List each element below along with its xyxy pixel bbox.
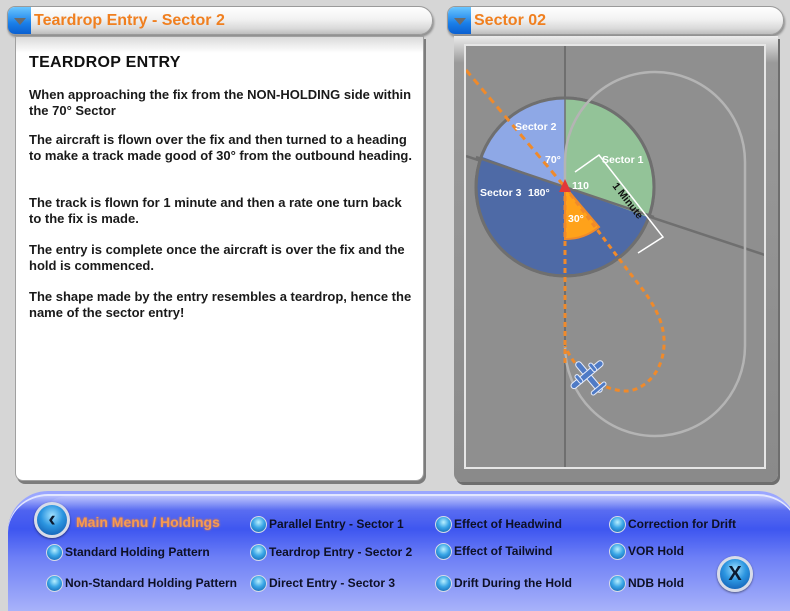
- diagram-title: Sector 02: [474, 12, 547, 29]
- radio-bullet-icon: [435, 515, 452, 533]
- nav-item-ndb-hold[interactable]: NDB Hold: [609, 574, 684, 592]
- lesson-heading: TEARDROP ENTRY: [29, 54, 181, 71]
- lesson-paragraph: The aircraft is flown over the fix and t…: [29, 132, 412, 163]
- angle-70-label: 70°: [545, 154, 561, 166]
- chevron-left-icon: ‹: [48, 506, 56, 531]
- radio-bullet-icon: [46, 543, 63, 561]
- angle-30-label: 30°: [568, 213, 584, 225]
- close-icon: X: [728, 563, 742, 585]
- nav-item-direct-entry[interactable]: Direct Entry - Sector 3: [250, 574, 395, 592]
- holding-diagram: Sector 2 Sector 1 Sector 3 180° 70° 110 …: [464, 44, 766, 469]
- nav-item-effect-of-headwind[interactable]: Effect of Headwind: [435, 515, 562, 533]
- triangle-down-icon: [454, 18, 466, 25]
- radio-bullet-icon: [46, 574, 63, 592]
- aircraft-icon: [570, 360, 607, 396]
- nav-item-drift-during-hold[interactable]: Drift During the Hold: [435, 574, 572, 592]
- nav-item-vor-hold[interactable]: VOR Hold: [609, 542, 684, 560]
- navigation-bar: [8, 491, 790, 611]
- radio-bullet-icon: [609, 574, 626, 592]
- nav-item-parallel-entry[interactable]: Parallel Entry - Sector 1: [250, 515, 404, 533]
- lesson-title-bar: Teardrop Entry - Sector 2: [7, 6, 433, 35]
- lesson-title: Teardrop Entry - Sector 2: [34, 12, 225, 29]
- diagram-panel: Sector 2 Sector 1 Sector 3 180° 70° 110 …: [454, 36, 778, 482]
- radio-bullet-icon: [250, 543, 267, 561]
- diagram-collapse-toggle-button[interactable]: [448, 7, 471, 34]
- radio-bullet-icon: [609, 542, 626, 560]
- angle-180-label: 180°: [528, 187, 550, 199]
- nav-item-effect-of-tailwind[interactable]: Effect of Tailwind: [435, 542, 552, 560]
- close-button[interactable]: X: [717, 556, 753, 592]
- collapse-toggle-button[interactable]: [8, 7, 31, 34]
- main-menu-holdings-link[interactable]: Main Menu / Holdings: [76, 514, 220, 530]
- nav-item-non-standard-holding-pattern[interactable]: Non-Standard Holding Pattern: [46, 574, 237, 592]
- lesson-text-panel: TEARDROP ENTRY When approaching the fix …: [15, 36, 424, 481]
- nav-item-teardrop-entry[interactable]: Teardrop Entry - Sector 2: [250, 543, 412, 561]
- radio-bullet-icon: [250, 574, 267, 592]
- nav-item-correction-for-drift[interactable]: Correction for Drift: [609, 515, 736, 533]
- radio-bullet-icon: [609, 515, 626, 533]
- lesson-paragraph: When approaching the fix from the NON-HO…: [29, 87, 412, 118]
- radio-bullet-icon: [435, 542, 452, 560]
- teardrop-diagram-graphic: Sector 2 Sector 1 Sector 3 180° 70° 110 …: [466, 46, 764, 467]
- lesson-paragraph: The shape made by the entry resembles a …: [29, 289, 412, 320]
- sector-3-label: Sector 3: [480, 187, 522, 199]
- nav-item-standard-holding-pattern[interactable]: Standard Holding Pattern: [46, 543, 210, 561]
- lesson-paragraph: The entry is complete once the aircraft …: [29, 242, 405, 273]
- lesson-paragraph: The track is flown for 1 minute and then…: [29, 195, 402, 226]
- diagram-title-bar: Sector 02: [447, 6, 784, 35]
- angle-110-label: 110: [572, 180, 589, 192]
- radio-bullet-icon: [250, 515, 267, 533]
- radio-bullet-icon: [435, 574, 452, 592]
- back-button[interactable]: ‹: [34, 502, 70, 538]
- sector-2-label: Sector 2: [515, 121, 557, 133]
- triangle-down-icon: [14, 18, 26, 25]
- sector-1-label: Sector 1: [602, 154, 644, 166]
